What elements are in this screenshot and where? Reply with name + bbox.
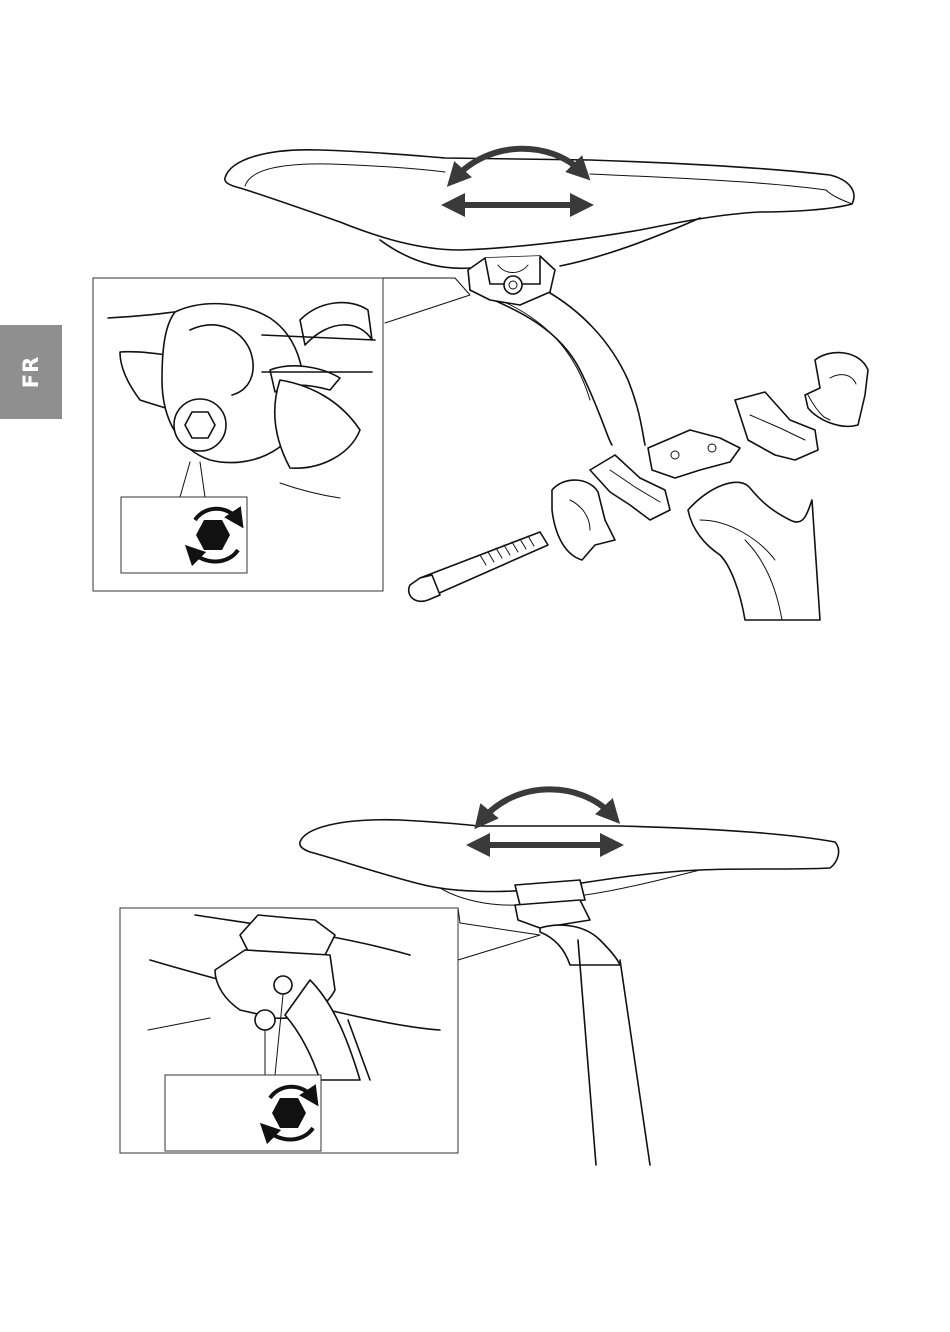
clamp-head-1	[468, 256, 555, 305]
saddle-1	[225, 150, 854, 269]
lower-cradle	[552, 480, 615, 560]
seatpost-head	[688, 482, 820, 620]
rail-cradle-right	[735, 392, 818, 460]
seatpost-2	[578, 940, 650, 1165]
upper-cradle	[805, 353, 868, 427]
clamp-head-2	[515, 880, 620, 965]
figure-1	[93, 149, 868, 620]
detail-callout-1	[93, 278, 383, 591]
detail-callout-2	[120, 908, 458, 1153]
tilt-rotation-arrow-2	[482, 789, 612, 820]
figure-2	[120, 789, 839, 1165]
seatpost-1	[470, 290, 645, 445]
exploded-parts	[409, 353, 868, 620]
clamp-bolt	[409, 532, 548, 601]
rail-clamp-top	[648, 430, 740, 478]
